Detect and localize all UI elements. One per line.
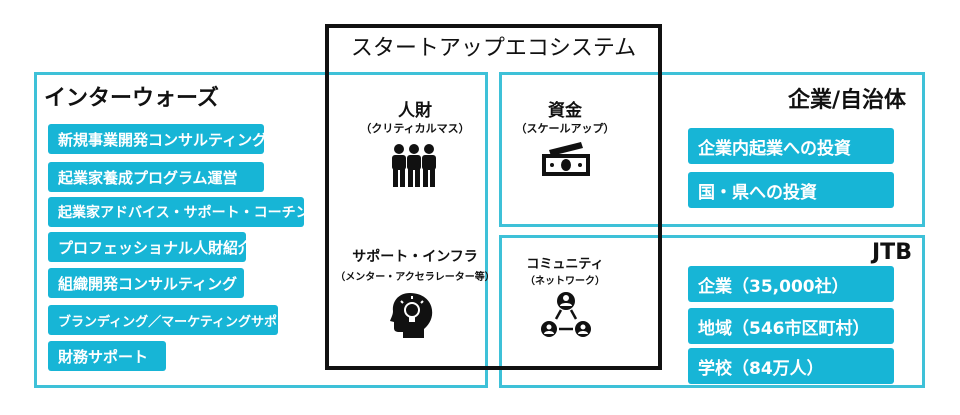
talent-label: 人財 [398, 101, 432, 121]
jtb-title: JTB [872, 240, 912, 265]
funding-sub: （スケールアップ） [515, 122, 615, 135]
corporate-item-intrapreneur-investment: 企業内起業への投資 [688, 128, 894, 164]
jtb-frame [499, 235, 925, 388]
interwoes-title: インターウォーズ [44, 86, 219, 111]
ecosystem-frame [325, 24, 662, 370]
support-sub: （メンター・アクセラレーター等） [335, 272, 495, 283]
people-group-icon [392, 144, 436, 187]
service-item-new-business-consulting: 新規事業開発コンサルティング [48, 124, 267, 154]
talent-sub: （クリティカルマス） [360, 122, 470, 135]
network-people-icon [541, 292, 591, 337]
community-label: コミュニティ [526, 257, 604, 272]
corporate-item-government-investment: 国・県への投資 [688, 172, 894, 208]
ecosystem-title: スタートアップエコシステム [350, 36, 637, 61]
jtb-item-companies: 企業（35,000社） [688, 266, 894, 302]
service-item-advice-coaching: 起業家アドバイス・サポート・コーチング [48, 197, 324, 227]
corporate-frame [499, 72, 925, 227]
support-label: サポート・インフラ [352, 249, 478, 265]
funding-label: 資金 [548, 101, 582, 121]
service-item-professional-talent: プロフェッショナル人財紹介 [48, 232, 253, 262]
service-item-entrepreneur-program: 起業家養成プログラム運営 [48, 162, 264, 192]
interwoes-frame [34, 72, 488, 388]
money-bill-icon [542, 142, 590, 176]
head-lightbulb-icon [390, 293, 433, 338]
jtb-item-regions: 地域（546市区町村） [688, 308, 894, 344]
corporate-title: 企業/自治体 [788, 88, 907, 113]
service-item-finance-support: 財務サポート [48, 341, 166, 371]
community-sub: （ネットワーク） [525, 276, 605, 287]
service-item-org-development: 組織開発コンサルティング [48, 268, 244, 298]
service-item-branding-marketing: ブランディング／マーケティングサポート [48, 305, 303, 335]
jtb-item-schools: 学校（84万人） [688, 348, 894, 384]
